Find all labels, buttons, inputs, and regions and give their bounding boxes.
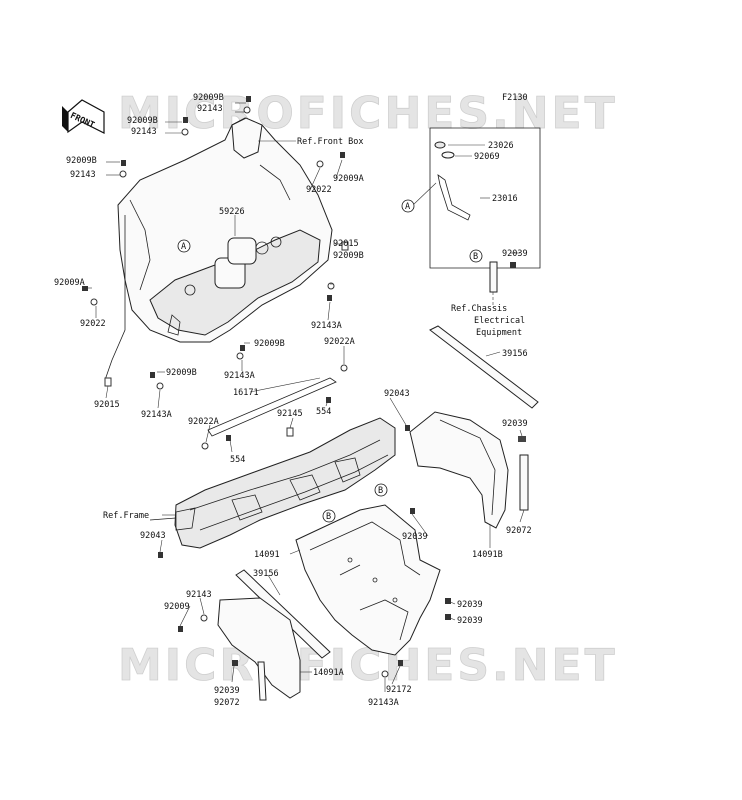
callout-b-1: B [469,249,520,308]
label-92039-1: 92039 [502,249,528,259]
callout-b-2: B [326,512,331,522]
svg-text:A: A [405,202,410,212]
label-92022-1: 92022 [306,185,332,195]
label-92143A-4: 92143A [368,698,399,708]
label-92015-2: 92015 [94,400,120,410]
label-14091: 14091 [254,550,280,560]
label-92172: 92172 [386,685,412,695]
label-554-2: 554 [230,455,245,465]
label-92145: 92145 [277,409,303,419]
label-14091A: 14091A [313,668,344,678]
label-92022-2: 92022 [80,319,106,329]
label-92009A-2: 92009A [54,278,85,288]
svg-text:A: A [181,242,186,252]
frame-assembly [149,377,396,549]
label-554-1: 554 [316,407,331,417]
label-39156-2: 39156 [253,569,279,579]
label-92143A-2: 92143A [224,371,255,381]
label-92009B-3: 92009B [66,156,97,166]
svg-text:B: B [473,252,478,262]
label-14091B: 14091B [472,550,503,560]
label-92043-2: 92043 [140,531,166,541]
label-92009B-2: 92009B [127,116,158,126]
label-92039-6: 92039 [214,686,240,696]
callout-b-3: B [378,486,383,496]
label-92143A-3: 92143A [141,410,172,420]
label-92009B-4: 92009B [333,251,364,261]
watermark-bottom: MICROFICHES.NET [118,640,618,691]
label-39156-1: 39156 [502,349,528,359]
label-ref-chassis: Ref.Chassis [451,304,507,314]
label-92143-1: 92143 [197,104,223,114]
floor-pan-14091: B B [295,483,441,656]
label-92039-2: 92039 [502,419,528,429]
label-92015-1: 92015 [333,239,359,249]
lower-seal-39156 [235,569,331,659]
label-92143-4: 92143 [186,590,212,600]
label-92009B-5: 92009B [254,339,285,349]
label-92072-2: 92072 [214,698,240,708]
label-92039-3: 92039 [402,532,428,542]
rear-cover-14091B [409,411,529,529]
front-arrow-icon: FRONT [62,99,105,134]
label-92022A-1: 92022A [324,337,355,347]
seal-strip-39156-right [429,325,539,409]
label-23016: 23016 [492,194,518,204]
dash-panel-59226 [104,117,333,381]
label-92009B-6: 92009B [166,368,197,378]
diagram-code: F2130 [502,93,528,103]
label-92009B-1: 92009B [193,93,224,103]
label-ref-front-box: Ref.Front Box [297,137,364,147]
label-92072-1: 92072 [506,526,532,536]
label-electrical: Electrical [474,316,525,326]
leader-lines [84,102,525,692]
label-16171: 16171 [233,388,259,398]
meter-assembly-23016: A [401,127,541,269]
label-92143A-1: 92143A [311,321,342,331]
label-23026: 23026 [488,141,514,151]
label-92022A-2: 92022A [188,417,219,427]
label-92039-4: 92039 [457,600,483,610]
side-cover-14091A [217,597,301,701]
watermark-top: MICROFICHES.NET [118,88,618,139]
label-92009: 92009 [164,602,190,612]
callout-a-1: A [177,239,191,253]
label-ref-frame: Ref.Frame [103,511,149,521]
label-92143-3: 92143 [70,170,96,180]
label-92039-5: 92039 [457,616,483,626]
label-92143-2: 92143 [131,127,157,137]
label-92069: 92069 [474,152,500,162]
label-92043-1: 92043 [384,389,410,399]
label-92009A-1: 92009A [333,174,364,184]
label-equipment: Equipment [476,328,522,338]
label-59226: 59226 [219,207,245,217]
